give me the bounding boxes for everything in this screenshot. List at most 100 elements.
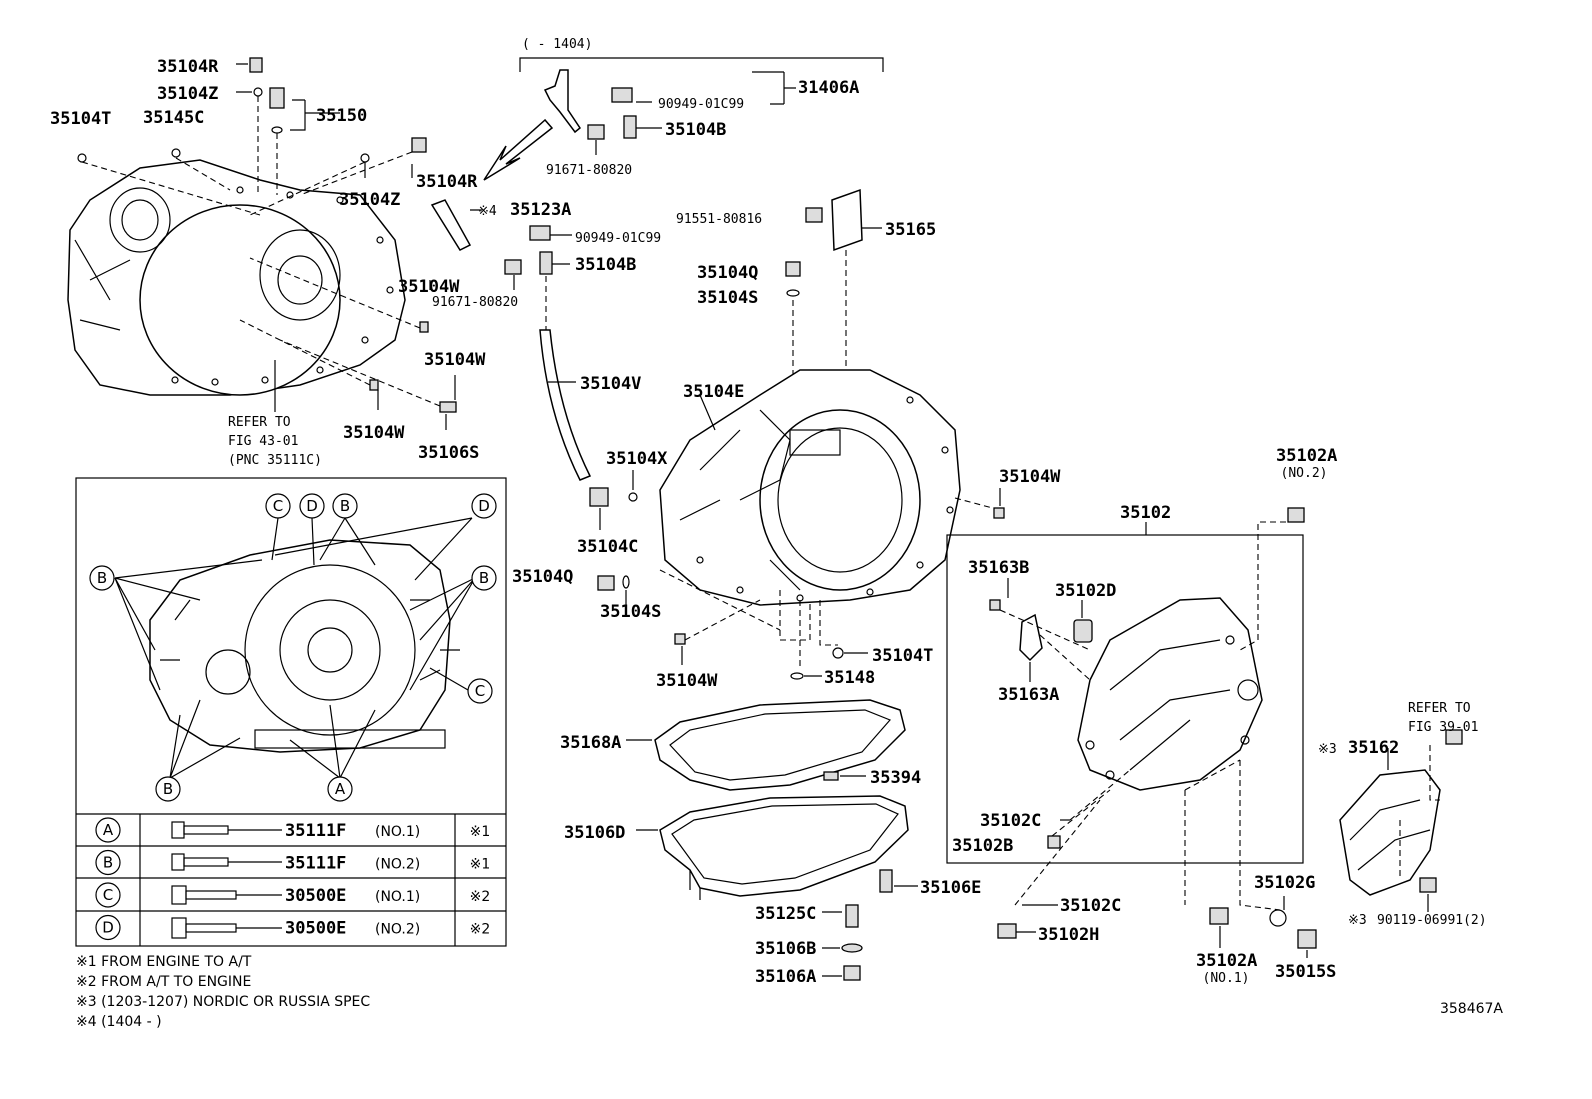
table-mark-3: ※2 [470, 922, 491, 938]
footnote-3: ※3 (1203-1207) NORDIC OR RUSSIA SPEC [76, 994, 370, 1010]
label-35102A-b: 35102A [1196, 951, 1257, 971]
gasket-35106B [841, 943, 863, 953]
inset-callout-1: D [299, 493, 325, 519]
date-range-top: ( - 1404) [522, 37, 592, 52]
inset-callout-3: D [471, 493, 497, 519]
bolt-icon-b [171, 853, 282, 871]
extension-housing-35102 [1077, 597, 1263, 791]
pin-35104W-2 [369, 379, 379, 391]
magnet-35394 [823, 771, 839, 781]
label-35104W-a: 35104W [398, 277, 460, 297]
svg-text:A: A [103, 821, 114, 839]
bolt-table [76, 813, 506, 946]
sensor-35150 [269, 87, 285, 109]
label-35104W-d: 35104W [656, 671, 718, 691]
o-ring-35104Z-2 [360, 153, 370, 163]
label-35106E: 35106E [920, 878, 981, 898]
label-35106B: 35106B [755, 939, 816, 959]
fitting-35104C [589, 487, 609, 507]
footnote-2: ※2 FROM A/T TO ENGINE [76, 974, 251, 990]
svg-text:D: D [478, 497, 490, 515]
label-35104S-a: 35104S [697, 288, 758, 308]
label-35102B: 35102B [952, 836, 1013, 856]
label-35104W-e: 35104W [999, 467, 1061, 487]
pin-35106S [439, 401, 457, 413]
label-35104T-b: 35104T [872, 646, 933, 666]
label-35104W-c: 35104W [343, 423, 405, 443]
shield-35162 [1339, 769, 1441, 896]
label-35104R-b: 35104R [416, 172, 478, 192]
svg-text:A: A [335, 780, 346, 798]
label-35104W-b: 35104W [424, 350, 486, 370]
label-35104B-a: 35104B [665, 120, 726, 140]
table-key-b: B [95, 849, 121, 876]
mark-4: ※4 [478, 204, 497, 219]
label-35104S-b: 35104S [600, 602, 661, 622]
label-90949-01C99-a: 90949-01C99 [658, 97, 744, 112]
label-35104B-b: 35104B [575, 255, 636, 275]
seal-35102G [1269, 909, 1287, 927]
label-35104Z-b: 35104Z [339, 190, 400, 210]
mark-3-a: ※3 [1318, 742, 1337, 757]
table-no-3: (NO.2) [375, 922, 420, 938]
label-35104Q-a: 35104Q [697, 263, 758, 283]
bolt-35106E [879, 869, 893, 893]
oil-pan-35106D [659, 795, 909, 897]
plug-35104R-2 [411, 137, 427, 153]
svg-text:B: B [103, 854, 113, 872]
refer-39-line-1: FIG 39-01 [1408, 720, 1478, 735]
svg-text:B: B [340, 497, 350, 515]
inset-housing [149, 539, 460, 753]
label-35106D: 35106D [564, 823, 625, 843]
bracket-35123A [430, 199, 472, 251]
svg-text:C: C [103, 886, 113, 904]
table-key-a: A [95, 817, 121, 843]
label-35104Q-b: 35104Q [512, 567, 573, 587]
sensor-90949-top [611, 87, 633, 103]
bolt-icon-a [171, 821, 282, 839]
o-ring-35104Z [253, 87, 263, 97]
label-35123A: 35123A [510, 200, 571, 220]
bolt-refer-39 [1445, 729, 1463, 745]
table-no-2: (NO.1) [375, 889, 420, 905]
bracket-31406A [543, 69, 582, 134]
figure-id: 358467A [1440, 1001, 1503, 1017]
transaxle-housing-left [67, 159, 406, 396]
label-91671-80820-a: 91671-80820 [546, 163, 632, 178]
svg-text:D: D [306, 497, 318, 515]
table-key-d: D [95, 914, 121, 941]
label-35168A: 35168A [560, 733, 621, 753]
plug-35104Q-top [785, 261, 801, 277]
label-35163B: 35163B [968, 558, 1029, 578]
o-ring-35145C [171, 148, 181, 158]
table-mark-0: ※1 [470, 824, 491, 840]
label-35104Z-a: 35104Z [157, 84, 218, 104]
inset-callout-6: C [467, 678, 493, 704]
label-35102C-b: 35102C [1060, 896, 1121, 916]
label-35102C-a: 35102C [980, 811, 1041, 831]
inset-leader-lines [114, 517, 476, 779]
bearing-35102D [1073, 619, 1093, 643]
table-no-0: (NO.1) [375, 824, 420, 840]
o-ring-35104S-top [786, 289, 800, 297]
mark-3-b: ※3 [1348, 913, 1367, 928]
o-ring-35104S-left [622, 575, 630, 589]
inset-callout-5: B [471, 565, 497, 591]
bracket-35165 [831, 188, 863, 252]
bolt-icon-c [171, 885, 282, 905]
label-35106A: 35106A [755, 967, 816, 987]
label-35125C: 35125C [755, 904, 816, 924]
bracket-35163A [1019, 613, 1043, 662]
bolt-90119 [1419, 877, 1437, 893]
svg-text:B: B [479, 569, 489, 587]
refer-43-line-1: FIG 43-01 [228, 434, 298, 449]
table-part-1: 35111F [285, 854, 346, 874]
direction-arrow-icon [483, 118, 554, 181]
valve-35104B-mid [539, 251, 553, 275]
label-35104T-a: 35104T [50, 109, 111, 129]
footnote-4: ※4 (1404 - ) [76, 1014, 162, 1030]
inset-callout-7: B [155, 776, 181, 802]
sensor-90949-mid [529, 225, 551, 241]
label-35102A-a: 35102A [1276, 446, 1337, 466]
